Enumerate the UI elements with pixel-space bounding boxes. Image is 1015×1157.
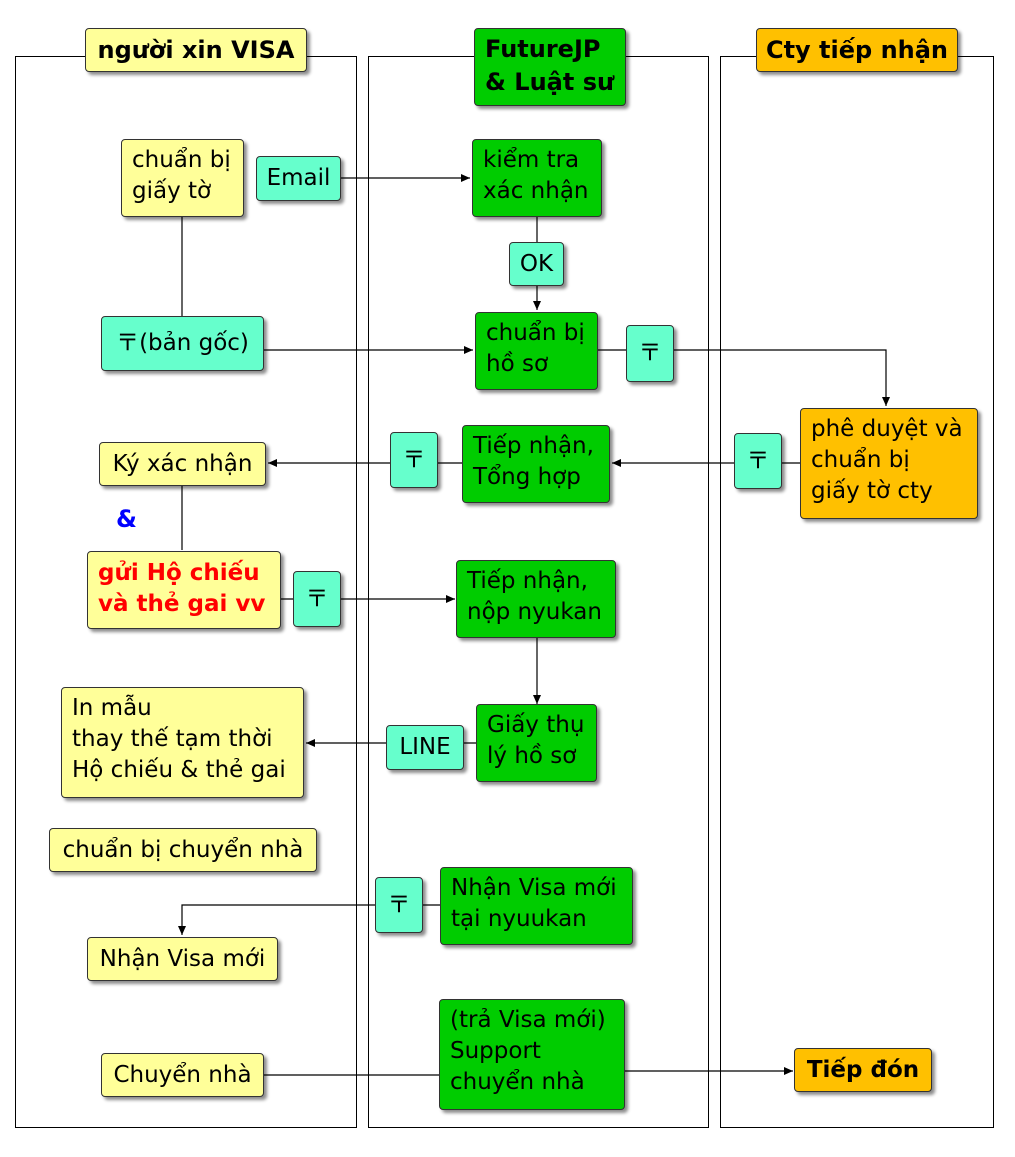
channel-ok: OK <box>509 242 564 286</box>
step-prepare-moving-label: chuẩn bị chuyển nhà <box>62 836 304 863</box>
lane-header-agency-line2: & Luật sư <box>485 68 615 96</box>
step-print-copy-line2: thay thế tạm thời <box>72 726 273 752</box>
step-prepare-documents-line1: chuẩn bị <box>132 147 231 173</box>
step-reception-label: Tiếp đón <box>806 1056 920 1083</box>
step-prepare-file-line2: hồ sơ <box>486 351 549 377</box>
step-receive-submit: Tiếp nhận, nộp nyukan <box>456 560 616 638</box>
step-support-moving-line2: Support <box>450 1038 541 1064</box>
step-approve-prepare: phê duyệt và chuẩn bị giấy tờ cty <box>800 408 978 519</box>
step-approve-prepare-line1: phê duyệt và <box>811 416 963 442</box>
lane-company <box>720 56 994 1128</box>
step-prepare-file-line1: chuẩn bị <box>486 320 585 346</box>
step-approve-prepare-line2: chuẩn bị <box>811 447 910 473</box>
step-receipt-line1: Giấy thụ <box>487 712 585 738</box>
step-check-confirm-line2: xác nhận <box>483 178 589 204</box>
step-support-moving-line1: (trả Visa mới) <box>450 1007 606 1033</box>
step-support-moving: (trả Visa mới) Support chuyển nhà <box>439 999 625 1110</box>
step-prepare-documents: chuẩn bị giấy tờ <box>121 139 244 217</box>
lane-header-agency: FutureJP & Luật sư <box>474 28 626 106</box>
channel-post-original: 〒(bản gốc) <box>101 316 264 371</box>
step-receipt: Giấy thụ lý hồ sơ <box>476 704 597 782</box>
channel-post-company: 〒 <box>734 433 782 489</box>
step-prepare-file: chuẩn bị hồ sơ <box>475 312 598 390</box>
step-support-moving-line3: chuyển nhà <box>450 1069 585 1095</box>
channel-ok-label: OK <box>519 250 554 277</box>
step-print-copy-line1: In mẫu <box>72 695 152 721</box>
step-receive-submit-line2: nộp nyukan <box>467 599 602 625</box>
channel-email: Email <box>256 156 341 201</box>
step-receive-visa-label: Nhận Visa mới <box>99 945 266 972</box>
lane-header-applicant-label: người xin VISA <box>97 35 295 64</box>
step-receive-visa-nyuukan-line1: Nhận Visa mới <box>451 875 617 901</box>
step-sign-confirm-label: Ký xác nhận <box>112 450 253 477</box>
channel-post-visa-icon: 〒 <box>387 891 411 918</box>
channel-post-visa: 〒 <box>375 877 423 933</box>
channel-post-compile: 〒 <box>390 432 438 488</box>
step-send-passport-line1: gửi Hộ chiếu <box>98 560 260 586</box>
step-receive-submit-line1: Tiếp nhận, <box>467 568 588 594</box>
lane-header-applicant: người xin VISA <box>85 28 307 72</box>
channel-post-compile-icon: 〒 <box>402 446 426 473</box>
step-approve-prepare-line3: giấy tờ cty <box>811 478 933 504</box>
channel-post-original-label: 〒(bản gốc) <box>116 330 249 356</box>
channel-post-company-icon: 〒 <box>746 447 770 474</box>
channel-post-passport: 〒 <box>293 571 341 627</box>
step-prepare-documents-line2: giấy tờ <box>132 178 212 204</box>
step-check-confirm: kiểm tra xác nhận <box>472 139 602 217</box>
step-check-confirm-line1: kiểm tra <box>483 147 580 173</box>
channel-post-file-icon: 〒 <box>638 340 662 366</box>
ampersand-connector: & <box>116 505 137 533</box>
step-send-passport: gửi Hộ chiếu và thẻ gai vv <box>87 551 281 629</box>
lane-header-company: Cty tiếp nhận <box>756 28 958 72</box>
channel-post-passport-icon: 〒 <box>305 585 329 612</box>
lane-header-company-label: Cty tiếp nhận <box>765 35 949 64</box>
step-moving: Chuyển nhà <box>101 1053 264 1097</box>
channel-email-label: Email <box>266 165 331 191</box>
lane-header-agency-line1: FutureJP <box>485 35 601 63</box>
step-print-copy: In mẫu thay thế tạm thời Hộ chiếu & thẻ … <box>61 687 304 798</box>
step-send-passport-line2: và thẻ gai vv <box>98 591 266 617</box>
step-receive-visa: Nhận Visa mới <box>87 937 278 981</box>
step-receive-visa-nyuukan: Nhận Visa mới tại nyuukan <box>440 867 633 945</box>
step-moving-label: Chuyển nhà <box>113 1061 252 1088</box>
step-prepare-moving: chuẩn bị chuyển nhà <box>49 828 317 872</box>
step-receipt-line2: lý hồ sơ <box>487 743 577 769</box>
step-sign-confirm: Ký xác nhận <box>99 442 266 486</box>
step-print-copy-line3: Hộ chiếu & thẻ gai <box>72 757 286 783</box>
channel-post-file: 〒 <box>626 325 674 382</box>
step-receive-compile-line2: Tổng hợp <box>473 464 581 490</box>
step-receive-visa-nyuukan-line2: tại nyuukan <box>451 906 587 932</box>
step-receive-compile-line1: Tiếp nhận, <box>473 433 594 459</box>
step-receive-compile: Tiếp nhận, Tổng hợp <box>462 425 610 503</box>
channel-line: LINE <box>386 725 464 770</box>
step-reception: Tiếp đón <box>794 1048 932 1092</box>
channel-line-label: LINE <box>399 734 451 760</box>
